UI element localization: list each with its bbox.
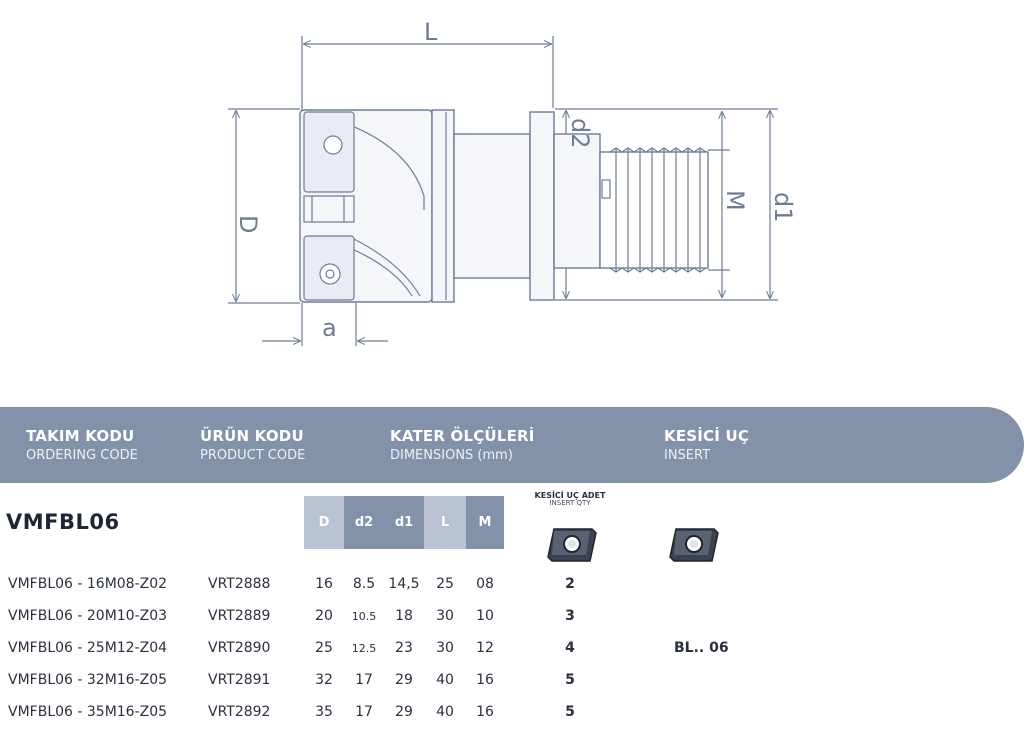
label-d2: d2 [566,118,594,149]
technical-drawing: L D a d2 M d1 [228,18,797,346]
label-d1: d1 [769,192,797,223]
insert-qty-label: KESİCİ UÇ ADET INSERT QTY [534,491,606,508]
label-D: D [234,215,262,233]
dim-header-d1: d1 [384,496,424,549]
header-product-code: ÜRÜN KODU PRODUCT CODE [200,427,306,463]
dim-header-d2: d2 [344,496,384,549]
table-row: VMFBL06 - 20M10-Z03 VRT2889 20 10.5 18 3… [8,608,575,624]
insert-icon [669,528,719,562]
insert-icon [547,528,597,562]
label-L: L [424,18,438,46]
header-ordering-code: TAKIM KODU ORDERING CODE [26,427,138,463]
cutter-body [299,109,709,303]
table-row: VMFBL06 - 35M16-Z05 VRT2892 35 17 29 40 … [8,704,575,720]
label-a: a [322,314,337,342]
table-row: VMFBL06 - 25M12-Z04 VRT2890 25 12.5 23 3… [8,640,575,656]
insert-code: BL.. 06 [674,640,729,656]
header-dimensions: KATER ÖLÇÜLERİ DIMENSIONS (mm) [390,427,535,463]
table-row: VMFBL06 - 32M16-Z05 VRT2891 32 17 29 40 … [8,672,575,688]
dim-header-D: D [304,496,344,549]
product-name: VMFBL06 [6,510,120,534]
header-insert: KESİCİ UÇ INSERT [664,427,750,463]
label-M: M [721,190,749,211]
dim-header-M: M [466,496,504,549]
table-header-band: TAKIM KODU ORDERING CODE ÜRÜN KODU PRODU… [0,407,1024,483]
table-row: VMFBL06 - 16M08-Z02 VRT2888 16 8.5 14,5 … [8,576,575,592]
dim-header-L: L [424,496,466,549]
